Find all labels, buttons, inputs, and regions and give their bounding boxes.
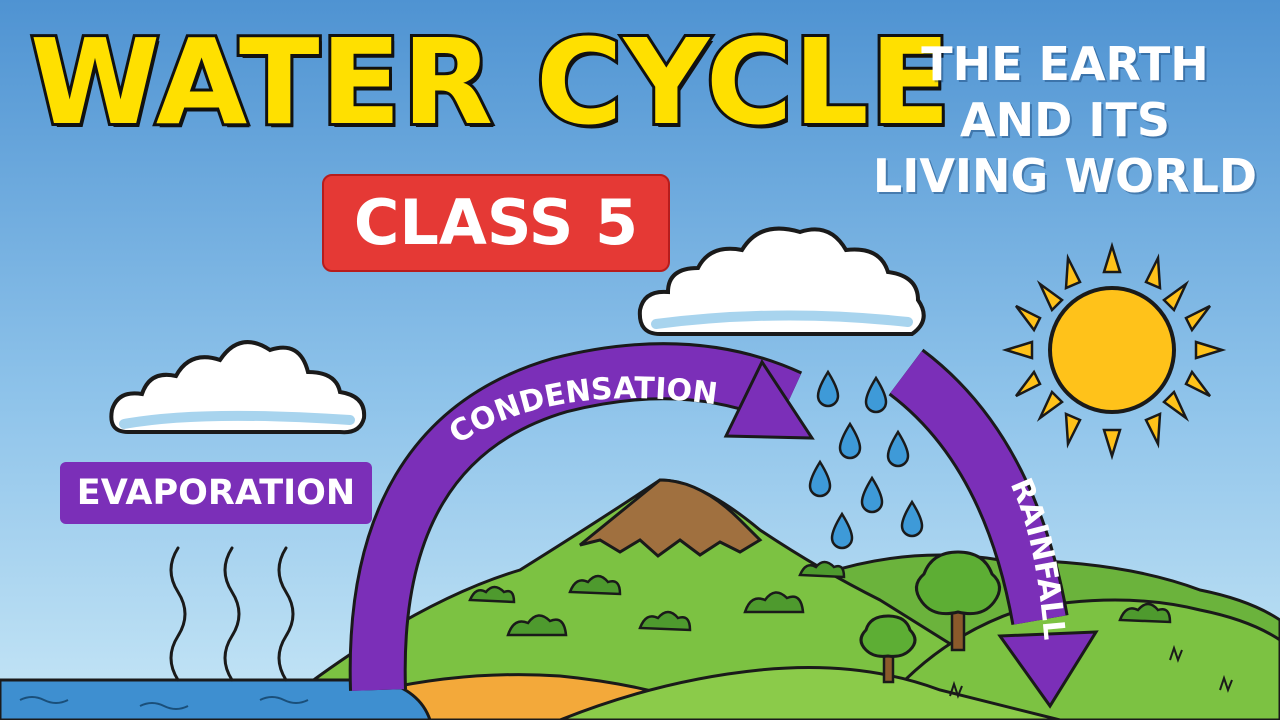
subtitle-line: LIVING WORLD [872,149,1258,203]
evaporation-label: EVAPORATION [60,462,372,524]
bush-icon [468,560,1172,637]
tree-icon [915,550,1001,652]
front-grass [559,666,1061,720]
condensation-arrow [348,342,815,691]
raindrop-icon [808,369,924,550]
cloud-icon [637,226,926,336]
subtitle-line: THE EARTH [921,37,1209,91]
page-title: WATER CYCLE [27,10,953,154]
mountain-icon [298,478,1042,720]
wavy-line-icon [169,546,295,682]
class-badge: CLASS 5 [322,174,670,272]
cloud-icon [109,340,367,435]
rainfall-arrow [888,348,1099,709]
grass-tuft-icon [949,644,1233,699]
subtitle-line: AND ITS [960,93,1170,147]
chapter-subtitle: THE EARTH AND ITS LIVING WORLD [860,36,1270,204]
sun-icon [1001,241,1227,461]
tree-icon [859,614,917,684]
